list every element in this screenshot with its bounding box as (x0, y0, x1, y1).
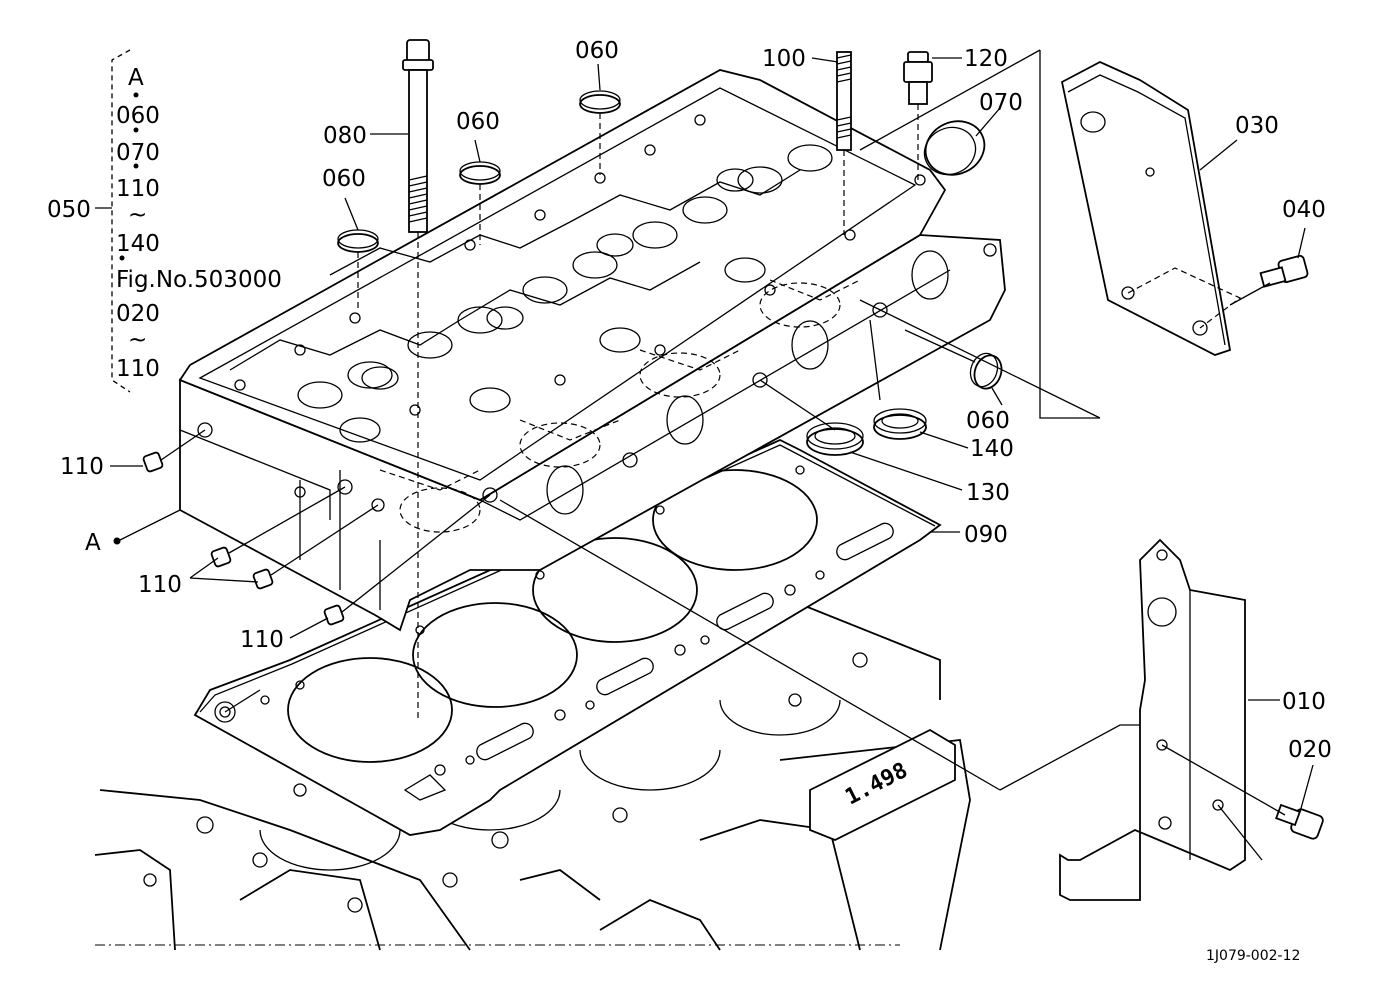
callout-090: 090 (964, 522, 1008, 548)
point-a-marker (113, 537, 121, 545)
callout-110: 110 (60, 454, 104, 480)
callout-060: 060 (966, 408, 1010, 434)
callout-020: 020 (1288, 737, 1332, 763)
group-item: ~ (128, 202, 147, 228)
group-item: 140 (116, 231, 160, 257)
separator-dot (133, 127, 139, 133)
callout-140: 140 (970, 436, 1014, 462)
separator-dot (133, 92, 139, 98)
plug-070 (923, 120, 986, 176)
head-bolt-080 (402, 39, 434, 720)
group-item: ~ (128, 327, 147, 353)
callout-130: 130 (966, 480, 1010, 506)
group-item: 110 (116, 176, 160, 202)
group-item: 070 (116, 140, 160, 166)
group-item: A (128, 65, 144, 91)
separator-dot (133, 163, 139, 169)
figure-reference: 1J079-002-12 (1206, 948, 1300, 964)
bolt-040 (1259, 255, 1309, 288)
seal-rings-060 (337, 90, 1003, 390)
callout-060: 060 (456, 109, 500, 135)
seals-130-140 (806, 408, 927, 456)
callout-060: 060 (322, 166, 366, 192)
callout-060: 060 (575, 38, 619, 64)
cylinder-head (178, 69, 1006, 632)
callout-030: 030 (1235, 113, 1279, 139)
callout-110: 110 (240, 627, 284, 653)
group-item: 060 (116, 103, 160, 129)
group-item: Fig.No.503000 (116, 267, 282, 293)
callout-110: 110 (138, 572, 182, 598)
callout-070: 070 (979, 90, 1023, 116)
callout-040: 040 (1282, 197, 1326, 223)
screw-plugs-110 (142, 451, 345, 626)
callout-labels: 080 060 060 060 100 120 070 030 040 060 … (60, 38, 1332, 964)
joint-fitting-120 (903, 51, 933, 180)
group-code: 050 (47, 197, 91, 223)
callout-120: 120 (964, 46, 1008, 72)
callout-010: 010 (1282, 689, 1326, 715)
group-050-list: 050 A 060 070 110 ~ 140 Fig.No.503000 02… (47, 65, 282, 382)
separator-dot (119, 255, 125, 261)
callout-100: 100 (762, 46, 806, 72)
bolt-020 (1275, 803, 1324, 840)
hanger-bracket-010 (1059, 538, 1246, 901)
stud-bolt-100 (836, 51, 852, 235)
callout-080: 080 (323, 123, 367, 149)
group-050-bracket (95, 49, 139, 393)
group-item: 020 (116, 301, 160, 327)
callout-point-a: A (85, 530, 101, 556)
leader-lines (110, 49, 1314, 861)
group-item: 110 (116, 356, 160, 382)
hanger-bracket-030 (1060, 60, 1242, 356)
